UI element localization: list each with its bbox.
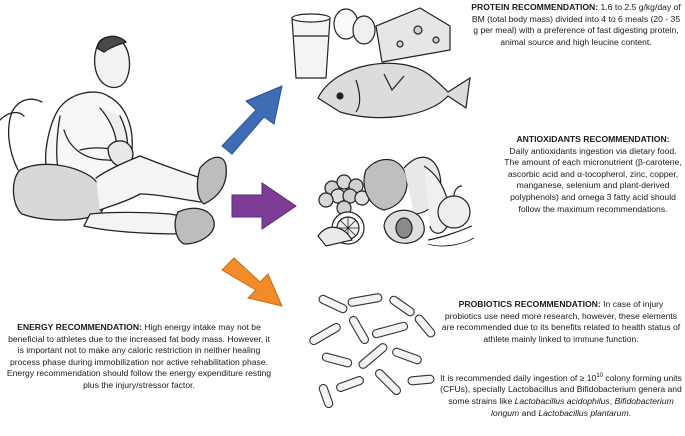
probiotics-strain-3: Lactobacillus plantarum: [538, 407, 629, 418]
protein-recommendation: PROTEIN RECOMMENDATION: 1.6 to 2.5 g/kg/…: [470, 2, 682, 48]
arrow-to-antioxidants: [231, 182, 297, 230]
probiotics-sep-1: ,: [609, 396, 615, 407]
energy-recommendation: ENERGY RECOMMENDATION: High energy intak…: [4, 322, 274, 392]
energy-text: High energy intake may not be beneficial…: [6, 322, 272, 390]
probiotics-strain-1: Lactobacillus acidophilus: [514, 396, 610, 407]
probiotics-text: In case of injury probiotics use need mo…: [441, 299, 681, 344]
protein-text: 1.6 to 2.5 g/kg/day of BM (total body ma…: [471, 2, 681, 47]
probiotics-strain-2: Bifidobacterium longum: [491, 396, 674, 418]
fruits-vegetables-illustration: [317, 156, 475, 247]
protein-heading: PROTEIN RECOMMENDATION:: [471, 2, 599, 12]
energy-heading: ENERGY RECOMMENDATION:: [17, 322, 142, 332]
probiotics-dose: It is recommended daily ingestion of ≥ 1…: [440, 371, 682, 419]
probiotics-dose-exponent: 10: [596, 373, 604, 379]
probiotic-bacteria-illustration: [309, 293, 436, 409]
protein-foods-illustration: [291, 7, 471, 119]
probiotics-heading: PROBIOTICS RECOMMENDATION:: [458, 299, 601, 309]
probiotics-dose-prefix: It is recommended daily ingestion of ≥ 1…: [440, 372, 597, 383]
antioxidants-heading: ANTIOXIDANTS RECOMMENDATION:: [516, 134, 670, 144]
antioxidants-text: Daily antioxidants ingestion via dietary…: [504, 145, 682, 214]
injured-athlete-illustration: [0, 35, 227, 245]
probiotics-end: .: [628, 407, 631, 418]
probiotics-recommendation: PROBIOTICS RECOMMENDATION: In case of in…: [440, 299, 682, 345]
arrow-to-probiotics: [221, 257, 283, 307]
probiotics-sep-2: and: [519, 407, 539, 418]
probiotics-dose-suffix: colony forming units (CFUs), specially L…: [440, 372, 682, 407]
arrow-to-protein: [221, 85, 283, 155]
antioxidants-recommendation: ANTIOXIDANTS RECOMMENDATION: Daily antio…: [504, 134, 682, 215]
